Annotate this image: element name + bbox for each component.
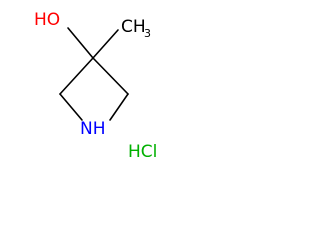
bond-c3-c2 xyxy=(59,57,94,95)
structure-canvas: HO CH 3 NH HCl xyxy=(34,10,158,162)
bond-c2-n xyxy=(59,93,83,121)
bond-c4-n xyxy=(109,93,129,121)
bond-c3-c4 xyxy=(92,57,129,95)
amine-label: NH xyxy=(80,119,106,139)
salt-label: HCl xyxy=(128,142,157,162)
bond-c3-ch3 xyxy=(92,29,119,59)
bond-c3-oh xyxy=(67,27,94,59)
hydroxyl-label: HO xyxy=(34,10,60,30)
molecule-structure: HO CH 3 NH HCl xyxy=(34,10,157,162)
methyl-label: CH xyxy=(121,17,146,37)
methyl-subscript: 3 xyxy=(144,27,151,40)
